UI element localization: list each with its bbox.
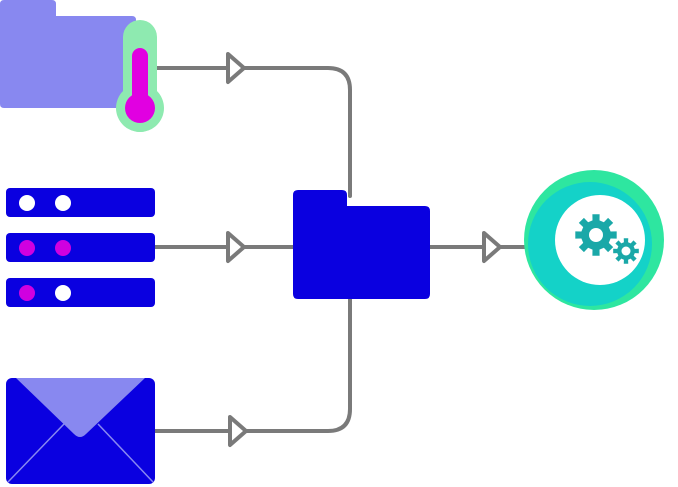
- arrow-destination: [482, 231, 502, 263]
- server-unit-3: [6, 278, 155, 307]
- server-unit-3-led-1: [19, 285, 35, 301]
- envelope-lower-fold-left: [7, 423, 65, 483]
- arrow-top: [226, 52, 246, 84]
- server-unit-3-led-2: [55, 285, 71, 301]
- hub-folder-icon: [293, 190, 430, 299]
- arrowheads: [226, 52, 502, 447]
- gears-processing-icon: [524, 170, 664, 310]
- connectors: [152, 66, 536, 433]
- arrow-middle: [226, 231, 246, 263]
- gear-large-hole: [589, 228, 603, 242]
- thermometer-bulb: [125, 93, 155, 123]
- hub-folder-shape: [293, 190, 430, 299]
- connector-folder-to-hub: [152, 66, 352, 198]
- server-rack-icon: [6, 188, 155, 307]
- server-unit-2-led-1: [19, 240, 35, 256]
- large-gear-icon: [575, 214, 617, 256]
- envelope-icon: [6, 378, 155, 484]
- server-unit-1-led-1: [19, 195, 35, 211]
- gear-small-hole: [621, 246, 631, 256]
- destination-ring-tail: [531, 233, 559, 261]
- envelope-lower-fold-right: [97, 423, 154, 483]
- envelope-flap: [16, 378, 145, 437]
- server-unit-1: [6, 188, 155, 217]
- thermometer-tube: [132, 48, 148, 106]
- small-gear-icon: [613, 238, 639, 264]
- folder-light-shape: [0, 0, 136, 108]
- server-unit-2-led-2: [55, 240, 71, 256]
- arrow-bottom: [228, 415, 248, 447]
- server-unit-2: [6, 233, 155, 262]
- connector-email-to-hub: [152, 296, 352, 433]
- server-unit-1-led-2: [55, 195, 71, 211]
- folder-thermometer-icon: [0, 0, 164, 132]
